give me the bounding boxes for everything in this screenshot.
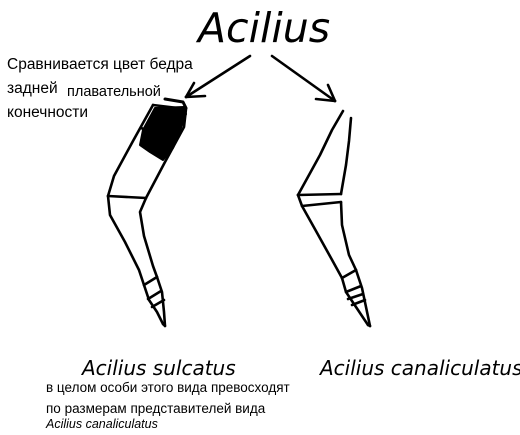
femur-dark-patch: [140, 99, 186, 160]
species-label-sulcatus: Acilius sulcatus: [82, 356, 236, 380]
species-label-canaliculatus: Acilius canaliculatus: [320, 356, 520, 380]
footnote-line-1: в целом особи этого вида превосходят: [46, 380, 290, 396]
leg-canaliculatus: [298, 111, 370, 326]
footnote-line-3: Acilius canaliculatus: [46, 416, 158, 432]
arrow-right: [272, 56, 335, 101]
footnote-line-2: по размерам представителей вида: [46, 401, 265, 417]
arrow-left: [186, 56, 250, 97]
